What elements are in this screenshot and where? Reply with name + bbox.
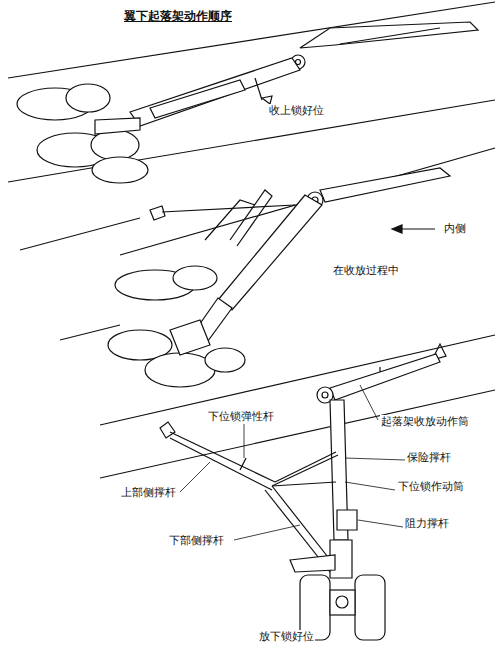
part-label: 放下锁好位 [258,630,315,643]
part-label: 阻力撑杆 [404,517,450,530]
part-label: 起落架收放动作筒 [380,415,470,428]
part-label: 上部侧撑杆 [120,486,177,499]
part-label: 下位锁作动筒 [397,480,465,493]
part-label: 下位锁弹性杆 [207,410,275,423]
part-label: 保险撑杆 [406,451,452,464]
part-label: 内侧 [443,222,467,235]
part-label: 收上锁好位 [268,104,325,117]
part-label: 在收放过程中 [332,264,400,277]
extended-gear [100,335,495,640]
diagram-title: 翼下起落架动作顺序 [124,8,232,25]
leader-lines [180,385,405,540]
retracted-gear [8,2,495,183]
part-label: 下部侧撑杆 [168,534,225,547]
